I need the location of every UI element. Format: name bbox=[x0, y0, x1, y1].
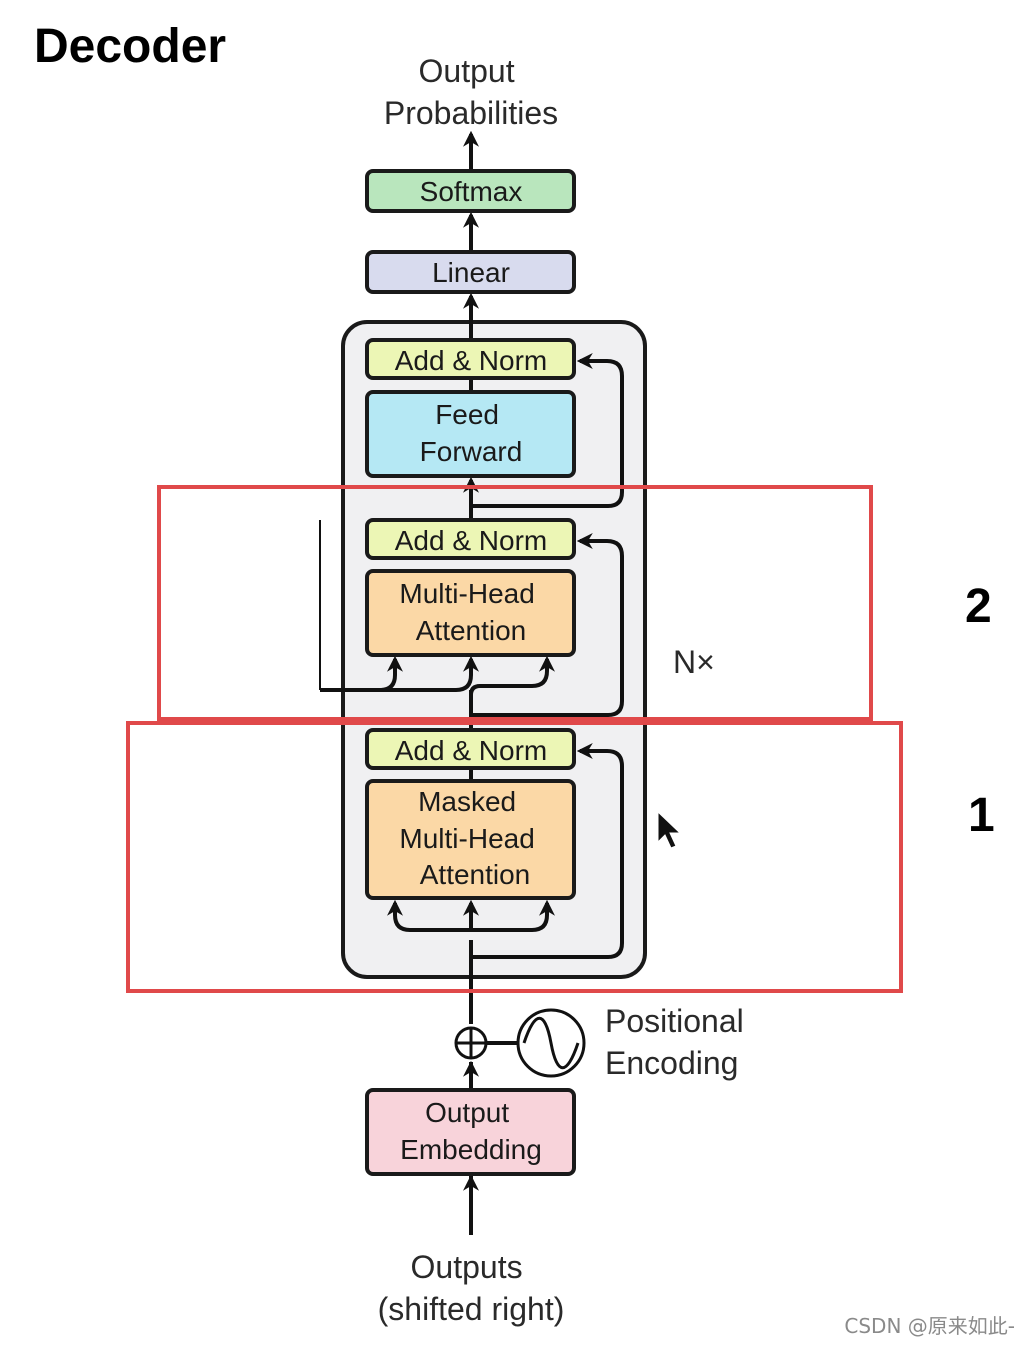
cross-residual-wire bbox=[471, 533, 624, 717]
highlight-2-number: 2 bbox=[965, 580, 992, 633]
masked-attention-block: Masked Multi-Head Attention bbox=[365, 779, 576, 900]
masked-residual-wire bbox=[471, 743, 624, 959]
masked-attn-right-arrow bbox=[471, 899, 555, 932]
highlight-1-number: 1 bbox=[968, 789, 995, 842]
highlight-box-2 bbox=[157, 485, 873, 721]
cross-add-norm-label: Add & Norm bbox=[395, 525, 548, 556]
cross-attention-label: Multi-Head Attention bbox=[399, 578, 542, 646]
masked-add-norm-label: Add & Norm bbox=[395, 735, 548, 766]
linear-block: Linear bbox=[365, 250, 576, 294]
mouse-cursor-icon bbox=[657, 810, 682, 849]
outputs-shifted-right-label: Outputs (shifted right) bbox=[378, 1249, 565, 1327]
feed-forward-block: Feed Forward bbox=[365, 390, 576, 478]
highlight-box-1 bbox=[126, 721, 903, 993]
softmax-label: Softmax bbox=[420, 176, 523, 207]
softmax-block: Softmax bbox=[365, 169, 576, 213]
sine-wave-icon bbox=[516, 1008, 586, 1078]
cross-add-norm-block: Add & Norm bbox=[365, 518, 576, 560]
cross-attn-query-arrow bbox=[469, 655, 555, 715]
ffn-residual-wire bbox=[471, 353, 624, 508]
masked-attention-label: Masked Multi-Head Attention bbox=[399, 786, 542, 890]
positional-encoding-label: Positional Encoding bbox=[605, 1003, 753, 1081]
masked-add-norm-block: Add & Norm bbox=[365, 728, 576, 770]
cross-attn-value-arrow bbox=[320, 655, 403, 692]
watermark: CSDN @原来如此- bbox=[844, 1314, 1015, 1338]
output-embedding-label: Output Embedding bbox=[400, 1097, 542, 1165]
ffn-add-norm-label: Add & Norm bbox=[395, 345, 548, 376]
masked-attn-left-arrow bbox=[387, 899, 471, 932]
output-embedding-block: Output Embedding bbox=[365, 1088, 576, 1176]
linear-label: Linear bbox=[432, 257, 510, 288]
ffn-add-norm-block: Add & Norm bbox=[365, 338, 576, 380]
add-operator bbox=[454, 1026, 488, 1060]
cross-attn-key-arrow bbox=[320, 655, 479, 692]
output-probabilities-label: Output Probabilities bbox=[384, 53, 558, 131]
nx-label: N× bbox=[673, 644, 715, 680]
feed-forward-label: Feed Forward bbox=[420, 399, 523, 467]
diagram-title: Decoder bbox=[34, 20, 226, 73]
cross-attention-block: Multi-Head Attention bbox=[365, 569, 576, 657]
